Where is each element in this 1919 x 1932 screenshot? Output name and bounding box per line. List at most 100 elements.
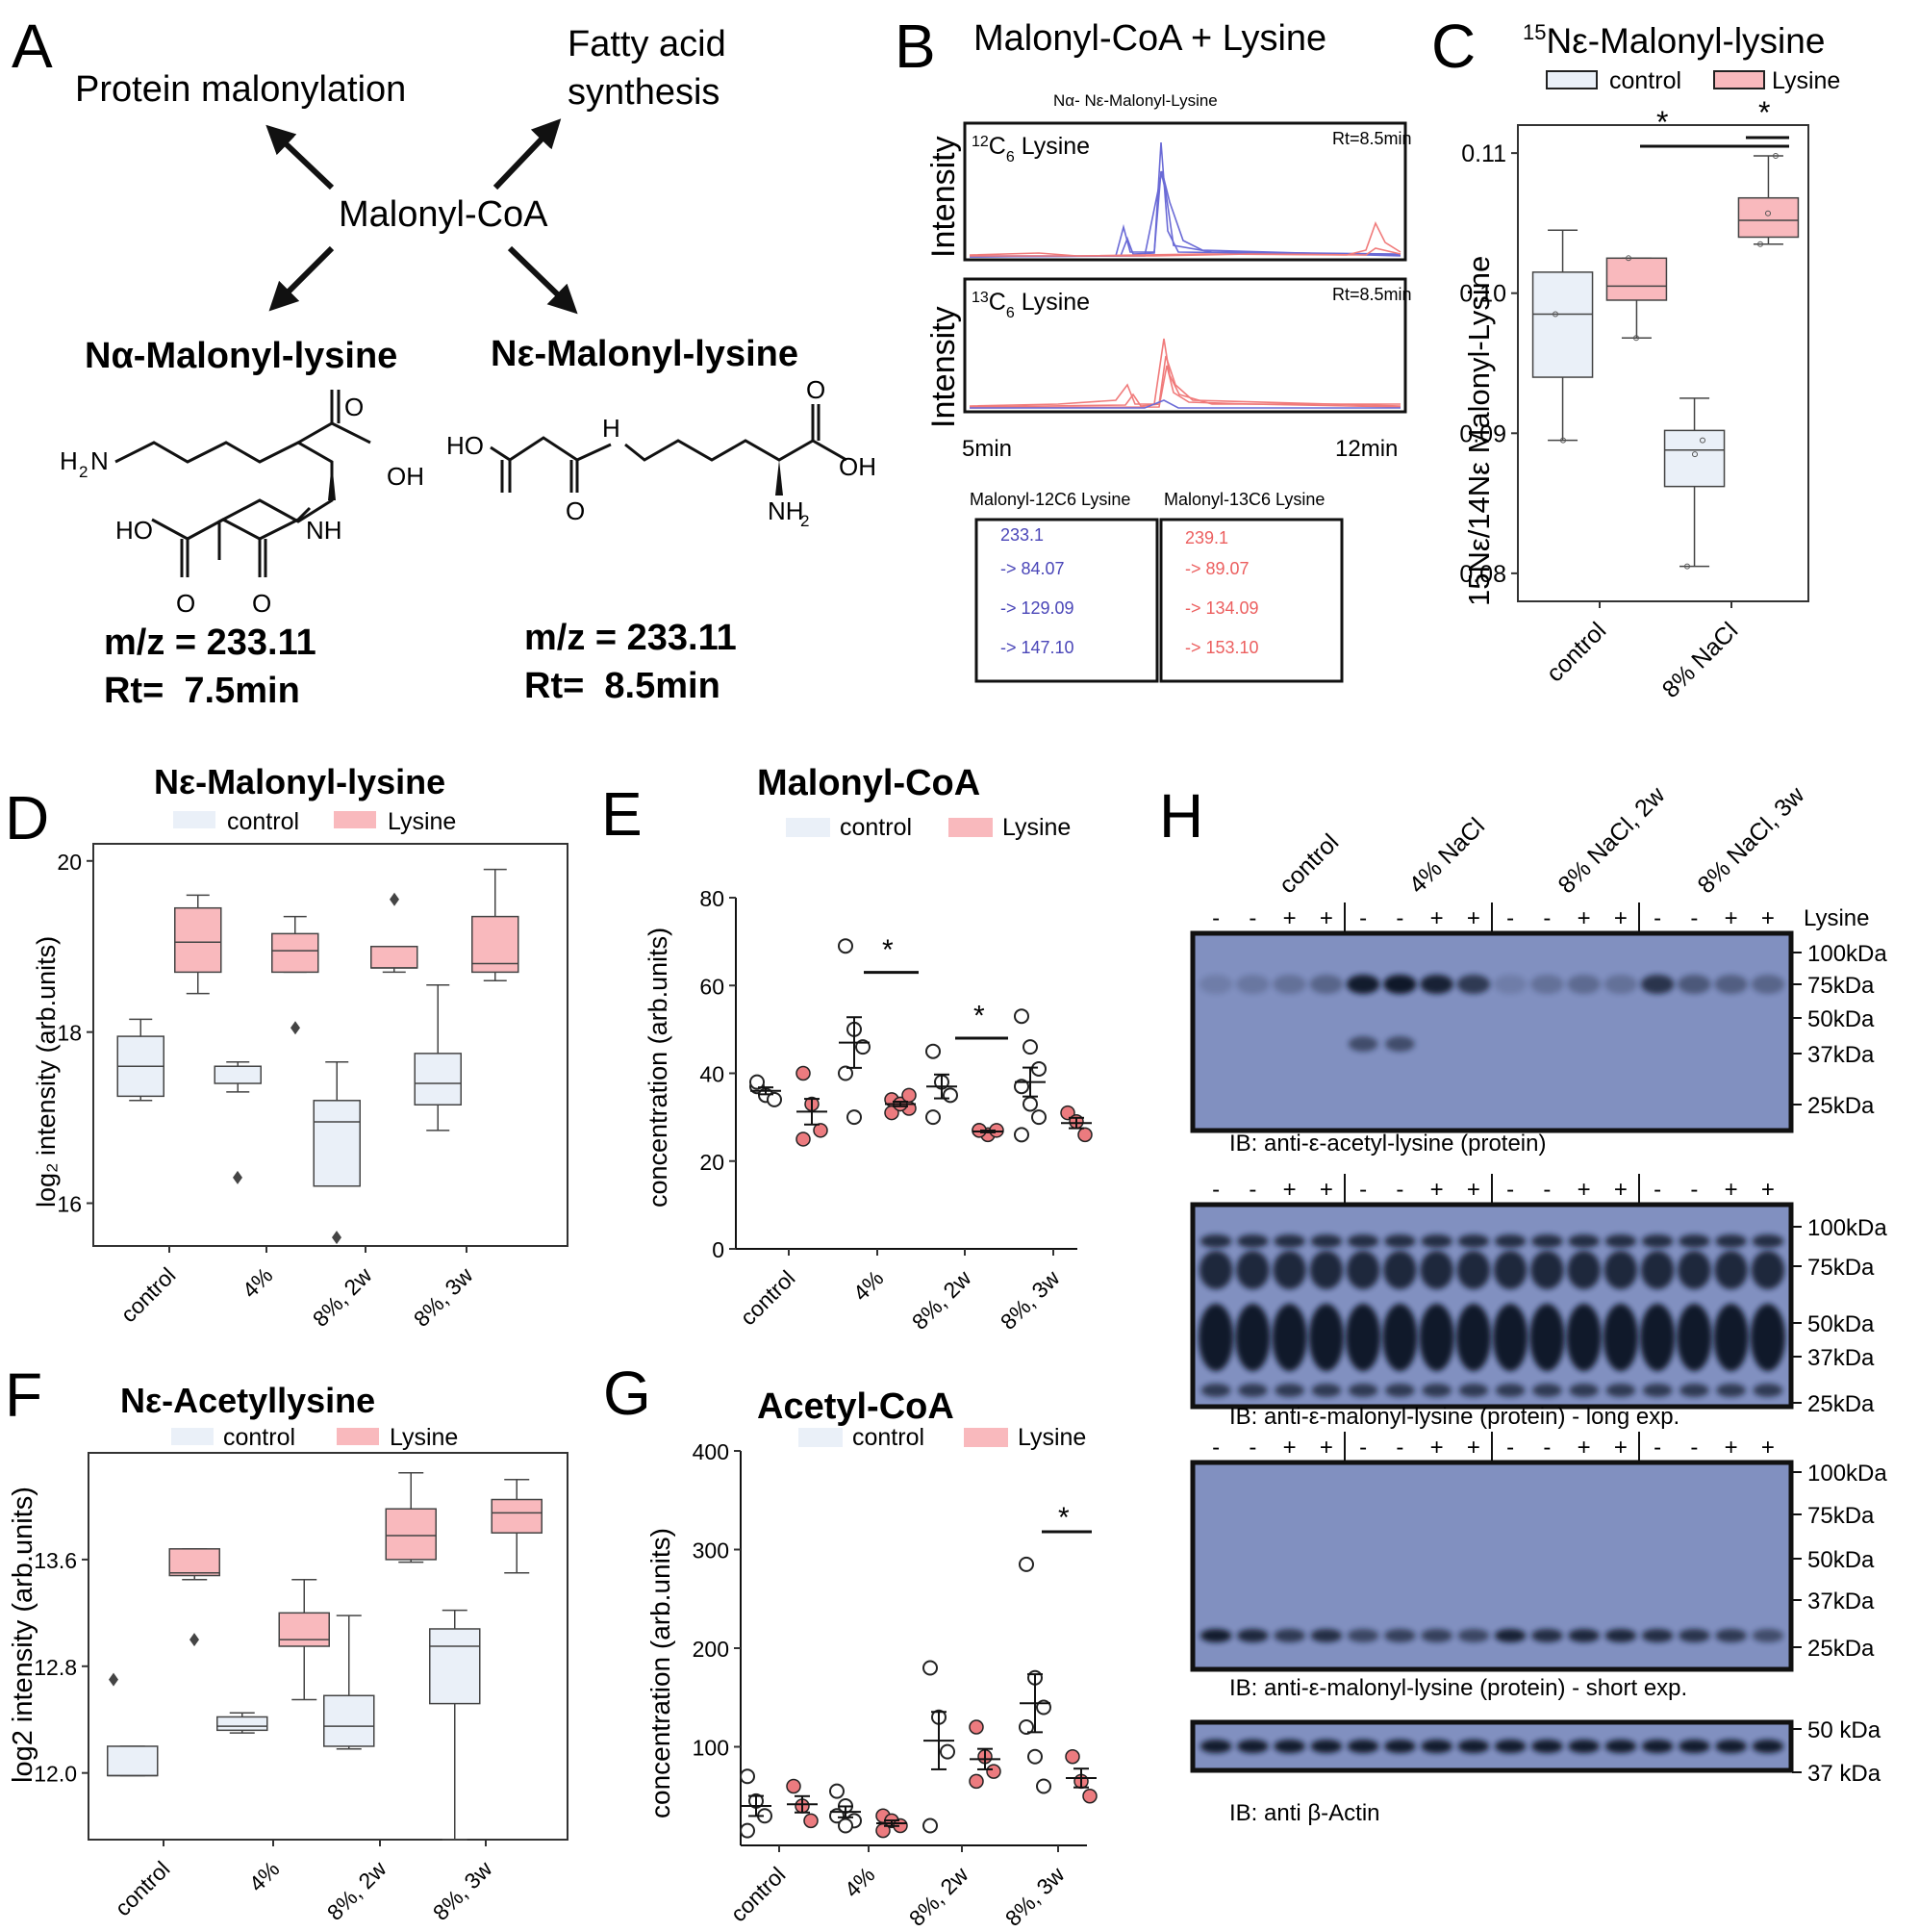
blot2-band-25kda-4 xyxy=(1348,1384,1378,1397)
y-tick-label-3: 400 xyxy=(693,1439,729,1464)
blot2-band-mid-13 xyxy=(1678,1251,1711,1289)
blot4-band-actin-15 xyxy=(1752,1740,1784,1753)
blot1-band-75kda-3 xyxy=(1309,975,1344,994)
Lysine-box-0 xyxy=(168,1548,220,1577)
panel-c-ylabel: 15Nε/14Nε Malonyl-Lysine xyxy=(1462,256,1496,606)
blot2-band-75kda-9 xyxy=(1531,1234,1563,1248)
y-tick-label-0: 16 xyxy=(57,1192,82,1217)
lane-sign-2-4: - xyxy=(1359,1177,1367,1203)
panel-f: F Nε-Acetyllysine control Lysine log2 in… xyxy=(5,1360,568,1925)
atom-ho-eps: HO xyxy=(446,431,484,460)
trace-2-blue-a xyxy=(970,399,1401,409)
blot1-band-40kda-5 xyxy=(1385,1036,1415,1052)
atom-oh: OH xyxy=(387,462,424,491)
blot4-band-actin-13 xyxy=(1679,1740,1710,1753)
marker-label-1-3: 37kDa xyxy=(1807,1042,1875,1068)
blot3-band-30kda-10 xyxy=(1568,1629,1600,1642)
trace-frame-13c xyxy=(963,277,1407,414)
Lysine-box-1 xyxy=(271,932,319,974)
transition-box-1 xyxy=(974,518,1159,683)
panel-f-legend-lysine: Lysine xyxy=(390,1424,458,1451)
control-point-2-0 xyxy=(925,1043,941,1059)
group-label-control: control xyxy=(1274,828,1344,899)
marker-label-2-4: 25kDa xyxy=(1807,1391,1875,1417)
atom-h2n-h: H xyxy=(60,446,78,475)
blot2-band-mid-12 xyxy=(1640,1251,1675,1289)
y-tick-label-4: 80 xyxy=(699,886,724,911)
control-point-3-3 xyxy=(1014,1079,1029,1095)
transition-12c-3: -> 147.10 xyxy=(1000,638,1074,657)
lane-sign-2-13: - xyxy=(1690,1177,1698,1203)
x-tick-label-2: 8%, 2w xyxy=(904,1862,973,1931)
blot1-band-75kda-0 xyxy=(1199,975,1233,994)
panel-d-ylabel: log₂ intensity (arb.units) xyxy=(32,936,61,1208)
panel-b: B Malonyl-CoA + Lysine Nα- Nε-Malonyl-Ly… xyxy=(895,12,1412,683)
trace-2-rt: Rt=8.5min xyxy=(1332,285,1412,304)
blot2-band-75kda-10 xyxy=(1568,1234,1600,1248)
blot2-band-smear-8 xyxy=(1492,1304,1528,1371)
y-tick-label-1: 0.09 xyxy=(1459,420,1506,447)
panel-h: H control 4% NaCl 8% NaCl, 2w 8% NaCl, 3… xyxy=(1159,781,1887,1826)
blot1-band-75kda-13 xyxy=(1678,975,1711,994)
blot3-band-30kda-13 xyxy=(1679,1629,1710,1642)
x-tick-label-1: 4% xyxy=(238,1262,278,1303)
blot1-band-75kda-6 xyxy=(1420,975,1453,994)
control-box-1 xyxy=(1663,429,1726,488)
lane-sign-3-12: - xyxy=(1654,1435,1661,1461)
blot-stack: --++--++--++--++100kDa75kDa50kDa37kDa25k… xyxy=(1190,902,1887,1826)
raw-point-0-1-1 xyxy=(1633,335,1639,342)
panel-g-letter: G xyxy=(603,1359,651,1428)
y-tick-label-1: 200 xyxy=(693,1637,729,1662)
blot4-band-actin-2 xyxy=(1274,1740,1305,1753)
blot2-band-smear-13 xyxy=(1677,1304,1712,1371)
control-point-3-0 xyxy=(1014,1008,1029,1025)
significance-star-4pct: * xyxy=(882,934,894,966)
lane-sign-3-7: + xyxy=(1467,1435,1480,1461)
x-tick-label-1: 4% xyxy=(848,1265,889,1306)
group-label-8pct-3w: 8% NaCl, 3w xyxy=(1692,781,1810,900)
epsilon-malonyl-lysine-structure xyxy=(490,404,847,496)
panel-e-legend-lysine-swatch xyxy=(948,818,993,837)
x-tick-label-0: control xyxy=(725,1862,790,1926)
lane-sign-3-9: - xyxy=(1543,1435,1551,1461)
Lysine-box-2 xyxy=(385,1508,437,1561)
lane-sign-2-2: + xyxy=(1283,1177,1297,1203)
blot2-band-smear-0 xyxy=(1198,1304,1234,1371)
lane-sign-2-0: - xyxy=(1212,1177,1220,1203)
control-point-3-3 xyxy=(1019,1719,1034,1735)
arrow-down-left xyxy=(268,245,335,312)
trace-ylabel-2: Intensity xyxy=(925,306,962,428)
Lysine-point-3-0 xyxy=(1060,1105,1075,1121)
panel-g-legend-control: control xyxy=(852,1424,924,1451)
y-tick-label-2: 300 xyxy=(693,1538,729,1563)
blot1-band-75kda-14 xyxy=(1714,975,1748,994)
control-point-1-4 xyxy=(838,1818,853,1834)
panel-a: A Protein malonylation Fatty acid synthe… xyxy=(12,12,876,711)
blot2-band-smear-11 xyxy=(1603,1304,1639,1371)
blot2-band-75kda-12 xyxy=(1641,1234,1674,1248)
significance-star-8pct-2w: * xyxy=(973,1000,985,1031)
blot2-band-smear-5 xyxy=(1382,1304,1418,1371)
lane-sign-1-0: - xyxy=(1212,905,1220,931)
blot3-band-30kda-12 xyxy=(1641,1629,1674,1642)
trace-1-red-b xyxy=(970,247,1401,257)
arrow-up-left xyxy=(265,124,335,191)
panel-f-ylabel: log2 intensity (arb.units) xyxy=(8,1487,38,1783)
blot2-band-smear-10 xyxy=(1566,1304,1602,1371)
panel-g-legend-control-swatch xyxy=(798,1428,843,1447)
blot2-band-75kda-13 xyxy=(1679,1234,1710,1248)
x-tick-label-1: 4% xyxy=(840,1862,880,1902)
x-tick-label-0: control xyxy=(115,1262,180,1327)
blot2-band-75kda-6 xyxy=(1421,1234,1452,1248)
panel-b-title: Malonyl-CoA + Lysine xyxy=(973,18,1326,59)
trace-title: Nα- Nε-Malonyl-Lysine xyxy=(1053,91,1218,110)
blot1-band-75kda-2 xyxy=(1273,975,1306,994)
transition-13c-2: -> 134.09 xyxy=(1185,598,1259,618)
control-box-3 xyxy=(414,1053,462,1106)
x-tick-label-0: control xyxy=(1541,617,1611,687)
lane-sign-3-2: + xyxy=(1283,1435,1297,1461)
atom-nh: NH xyxy=(306,516,342,545)
outlier-2 xyxy=(332,1231,341,1245)
raw-point-1-1-2 xyxy=(1773,153,1779,160)
y-tick-label-2: 0.10 xyxy=(1459,281,1506,308)
